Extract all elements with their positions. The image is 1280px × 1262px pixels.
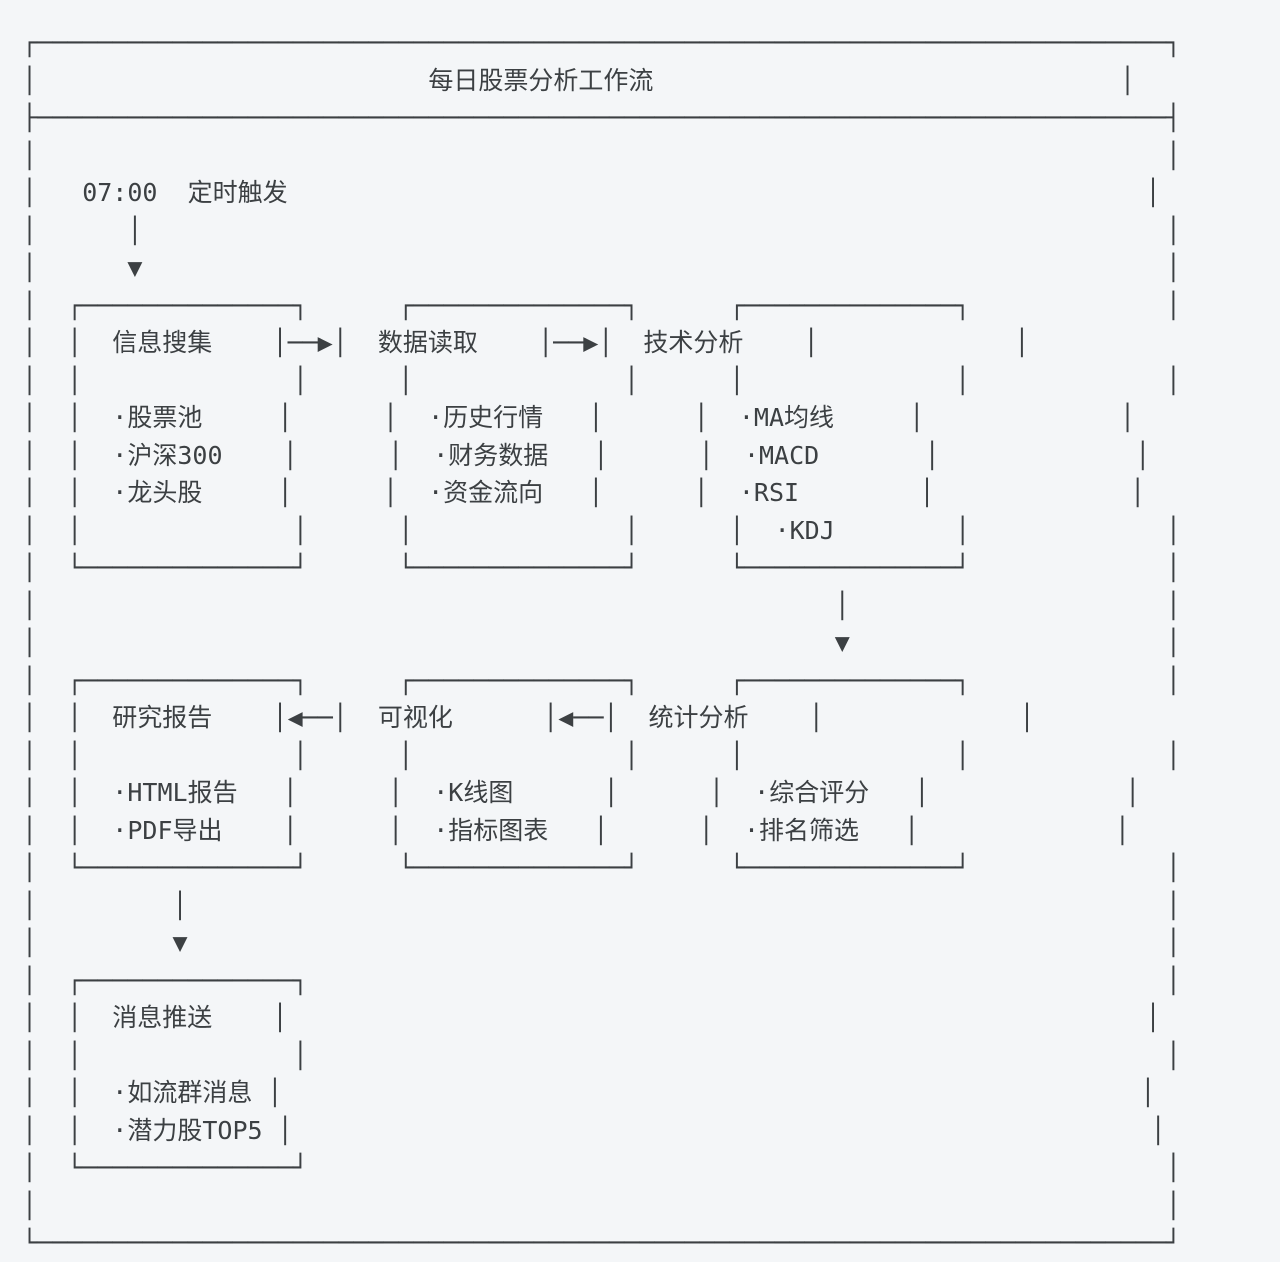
workflow-ascii-diagram: ┌───────────────────────────────────────… [22,28,1181,1257]
workflow-diagram-canvas: ┌───────────────────────────────────────… [22,28,1181,1257]
